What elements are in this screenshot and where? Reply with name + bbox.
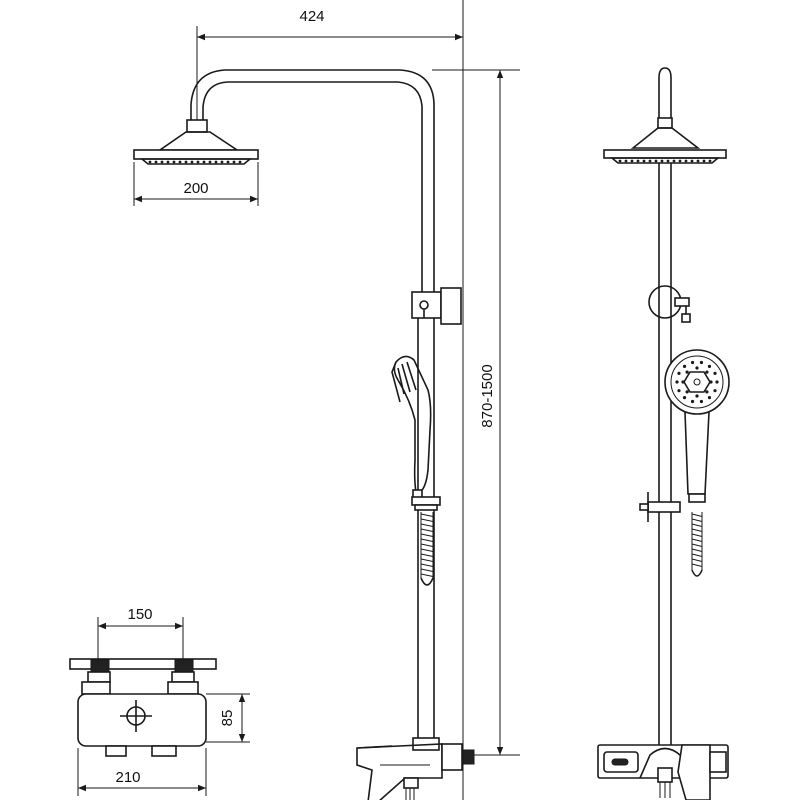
nozzle-dot xyxy=(708,159,712,163)
dimension-mixer-height: 85 xyxy=(206,693,250,743)
nozzle-dot xyxy=(690,159,694,163)
nozzle-dot xyxy=(196,160,200,164)
spray-dot xyxy=(685,370,689,374)
front-slider xyxy=(639,492,681,522)
nozzle-dot xyxy=(642,159,646,163)
dim-label-arm-reach: 424 xyxy=(299,8,324,25)
overhead-arm xyxy=(190,69,435,300)
nozzle-dot xyxy=(624,159,628,163)
front-mixer xyxy=(597,744,729,800)
nozzle-dot xyxy=(660,159,664,163)
nozzle-dot xyxy=(184,160,188,164)
spray-dot xyxy=(707,364,712,368)
spray-dot xyxy=(675,380,679,384)
side-hose xyxy=(420,512,434,586)
front-hand-shower xyxy=(664,349,730,503)
spray-dot xyxy=(713,389,717,393)
nozzle-dot xyxy=(148,160,152,164)
spray-dot xyxy=(709,380,713,384)
spray-dot xyxy=(695,394,699,398)
nozzle-dot xyxy=(166,160,170,164)
front-bracket xyxy=(648,285,691,323)
nozzle-dot xyxy=(208,160,212,164)
dimension-inlet-spacing: 150 xyxy=(97,606,184,664)
nozzle-dot xyxy=(190,160,194,164)
spray-dot xyxy=(677,371,681,375)
nozzle-dot xyxy=(178,160,182,164)
dim-label-inlet-spacing: 150 xyxy=(127,606,152,623)
nozzle-dot xyxy=(154,160,158,164)
nozzle-dot xyxy=(202,160,206,164)
side-hand-shower xyxy=(391,355,432,501)
dim-label-head-diameter: 200 xyxy=(183,180,208,197)
nozzle-dot xyxy=(630,159,634,163)
nozzle-dot xyxy=(214,160,218,164)
dimension-height-range: 870-1500 xyxy=(432,69,520,756)
front-hose xyxy=(691,512,703,577)
nozzle-dot xyxy=(636,159,640,163)
dim-label-height-range: 870-1500 xyxy=(479,364,496,427)
nozzle-dot xyxy=(684,159,688,163)
overhead-arm-inner xyxy=(202,81,423,300)
front-rail xyxy=(658,163,672,745)
front-top-pipe xyxy=(658,67,672,118)
spray-dot xyxy=(705,390,709,394)
spray-dot xyxy=(685,390,689,394)
nozzle-dot xyxy=(696,159,700,163)
nozzle-dot xyxy=(232,160,236,164)
nozzle-dot xyxy=(172,160,176,164)
spray-dot xyxy=(677,389,681,393)
spray-dot xyxy=(681,380,685,384)
nozzle-dot xyxy=(678,159,682,163)
dimension-arm-reach: 424 xyxy=(196,0,464,800)
spray-dot xyxy=(690,360,695,365)
nozzle-dot xyxy=(160,160,164,164)
nozzle-dot xyxy=(666,159,670,163)
nozzle-dot xyxy=(654,159,658,163)
spray-dot xyxy=(705,370,709,374)
side-mixer xyxy=(356,737,475,800)
nozzle-dot xyxy=(238,160,242,164)
side-view: 424 200 870-1500 xyxy=(133,0,520,800)
dim-label-mixer-width: 210 xyxy=(115,769,140,786)
dimension-mixer-width: 210 xyxy=(77,748,207,796)
nozzle-dot xyxy=(672,159,676,163)
head-neck xyxy=(157,131,240,151)
mixer-outlet xyxy=(120,700,152,732)
spray-dot xyxy=(699,360,704,365)
head-connector xyxy=(186,119,208,133)
spray-dot xyxy=(699,399,704,404)
spray-dot xyxy=(682,396,687,400)
dim-label-mixer-height: 85 xyxy=(219,710,236,727)
mixer-top-view: 150 85 210 xyxy=(69,606,250,796)
side-shower-head xyxy=(133,149,259,165)
nozzle-dot xyxy=(220,160,224,164)
nozzle-dot xyxy=(648,159,652,163)
wall-bracket xyxy=(411,287,462,325)
spray-dot xyxy=(690,399,695,404)
dimension-head-diameter: 200 xyxy=(133,162,259,206)
hand-shower-slider xyxy=(411,496,441,511)
inlet-left xyxy=(81,659,111,695)
spray-dot xyxy=(715,380,719,384)
spray-dot xyxy=(682,364,687,368)
nozzle-dot xyxy=(618,159,622,163)
slide-rail xyxy=(417,300,435,745)
spray-dot xyxy=(707,396,712,400)
nozzle-dot xyxy=(226,160,230,164)
spray-dot xyxy=(713,371,717,375)
front-shower-head xyxy=(603,149,727,164)
spray-dot xyxy=(695,366,699,370)
nozzle-dot xyxy=(702,159,706,163)
front-view xyxy=(597,67,730,800)
